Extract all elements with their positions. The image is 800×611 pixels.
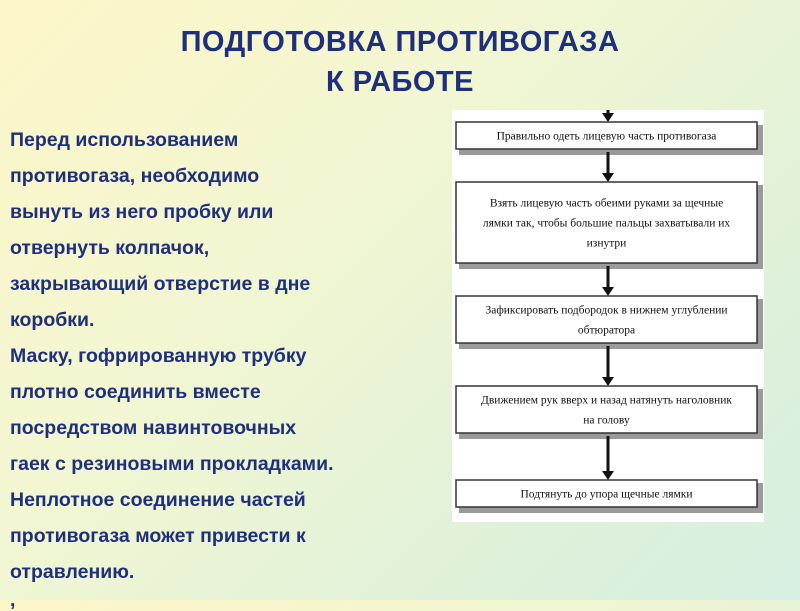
flow-step-2-box [455, 181, 758, 264]
flowchart: Правильно одеть лицевую часть противогаз… [455, 110, 763, 513]
flow-step-2-text: изнутри [587, 238, 627, 250]
title-line-2: К РАБОТЕ [326, 66, 474, 98]
entry-arrow-head [602, 113, 614, 122]
paragraph-warning: Неплотное соединение частей противогаза … [10, 489, 306, 583]
flow-arrow-3-head [602, 377, 614, 386]
flow-step-4-box [455, 385, 758, 434]
flow-step-2-text: лямки так, чтобы большие пальцы захватыв… [483, 218, 731, 230]
flow-step-3-text: Зафиксировать подбородок в нижнем углубл… [485, 305, 727, 317]
flow-arrow-1-head [602, 173, 614, 182]
title-line-1: ПОДГОТОВКА ПРОТИВОГАЗА [180, 26, 620, 58]
trailing-mark: , [10, 589, 16, 611]
flowchart-panel: Правильно одеть лицевую часть противогаз… [452, 110, 764, 522]
flow-step-3-text: обтюратора [578, 325, 635, 337]
page-title: ПОДГОТОВКА ПРОТИВОГАЗА К РАБОТЕ [0, 22, 800, 102]
flow-step-1-text: Правильно одеть лицевую часть противогаз… [497, 131, 717, 143]
flow-step-1-box [455, 121, 758, 150]
flow-step-5-text: Подтянуть до упора щечные лямки [520, 489, 692, 501]
body-text: Перед использованием противогаза, необхо… [10, 122, 450, 610]
flow-step-2-text: Взять лицевую часть обеими руками за щеч… [490, 198, 723, 210]
flow-step-3-box [455, 295, 758, 344]
flow-step-4-text: на голову [583, 415, 630, 427]
flow-step-4-text: Движением рук вверх и назад натянуть наг… [481, 395, 732, 407]
paragraph-prepare: Перед использованием противогаза, необхо… [10, 129, 311, 331]
flow-arrow-4-head [602, 471, 614, 480]
flow-arrow-2-head [602, 287, 614, 296]
flow-step-5-box [455, 479, 758, 508]
paragraph-connect: Маску, гофрированную трубку плотно соеди… [10, 345, 334, 475]
